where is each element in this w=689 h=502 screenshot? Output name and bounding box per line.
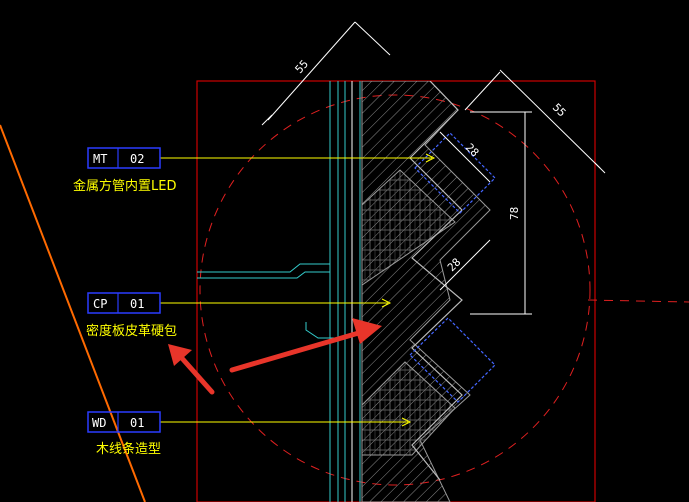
dimension-top-right [464, 69, 606, 174]
dim-label-upper-28: 28 [463, 141, 482, 160]
dimension-top-left [261, 21, 391, 126]
led-tube-upper [414, 132, 496, 214]
dim-label-vertical-78: 78 [508, 207, 521, 220]
section-body [197, 81, 496, 502]
dim-label-top-right: 55 [550, 101, 569, 120]
annotation-arrow-right [229, 318, 382, 373]
orange-guide-line [0, 124, 146, 502]
tag-wd-code: WD [92, 416, 106, 430]
dimension-vertical-78 [470, 111, 532, 315]
cyan-bracket-upper [197, 263, 331, 279]
tag-cp-caption: 密度板皮革硬包 [86, 323, 177, 339]
circle-dash-tail [587, 299, 689, 303]
dim-label-top-left: 55 [293, 57, 312, 76]
tag-cp-code: CP [93, 297, 107, 311]
tag-cp: CP 01 密度板皮革硬包 [86, 292, 177, 339]
leader-mt [160, 153, 436, 163]
tag-cp-number: 01 [130, 297, 144, 311]
board-block-upper [361, 169, 456, 286]
tag-mt: MT 02 金属方管内置LED [73, 147, 176, 194]
dim-label-lower-28: 28 [445, 256, 464, 275]
dimension-upper-28 [439, 131, 491, 183]
profile-outline [409, 81, 463, 481]
cyan-bracket-lower [305, 322, 345, 339]
leader-wd [160, 417, 412, 427]
tag-wd: WD 01 木线条造型 [87, 411, 161, 457]
tag-wd-caption: 木线条造型 [96, 441, 161, 457]
tag-wd-number: 01 [130, 416, 144, 430]
dimension-lower-28 [439, 239, 491, 291]
tag-mt-caption: 金属方管内置LED [73, 178, 176, 194]
board-block-lower [361, 361, 456, 456]
annotation-arrow-left [168, 344, 215, 395]
tag-mt-number: 02 [130, 152, 144, 166]
leader-cp [160, 298, 392, 308]
tag-mt-code: MT [93, 152, 107, 166]
led-tube-lower [409, 317, 496, 403]
